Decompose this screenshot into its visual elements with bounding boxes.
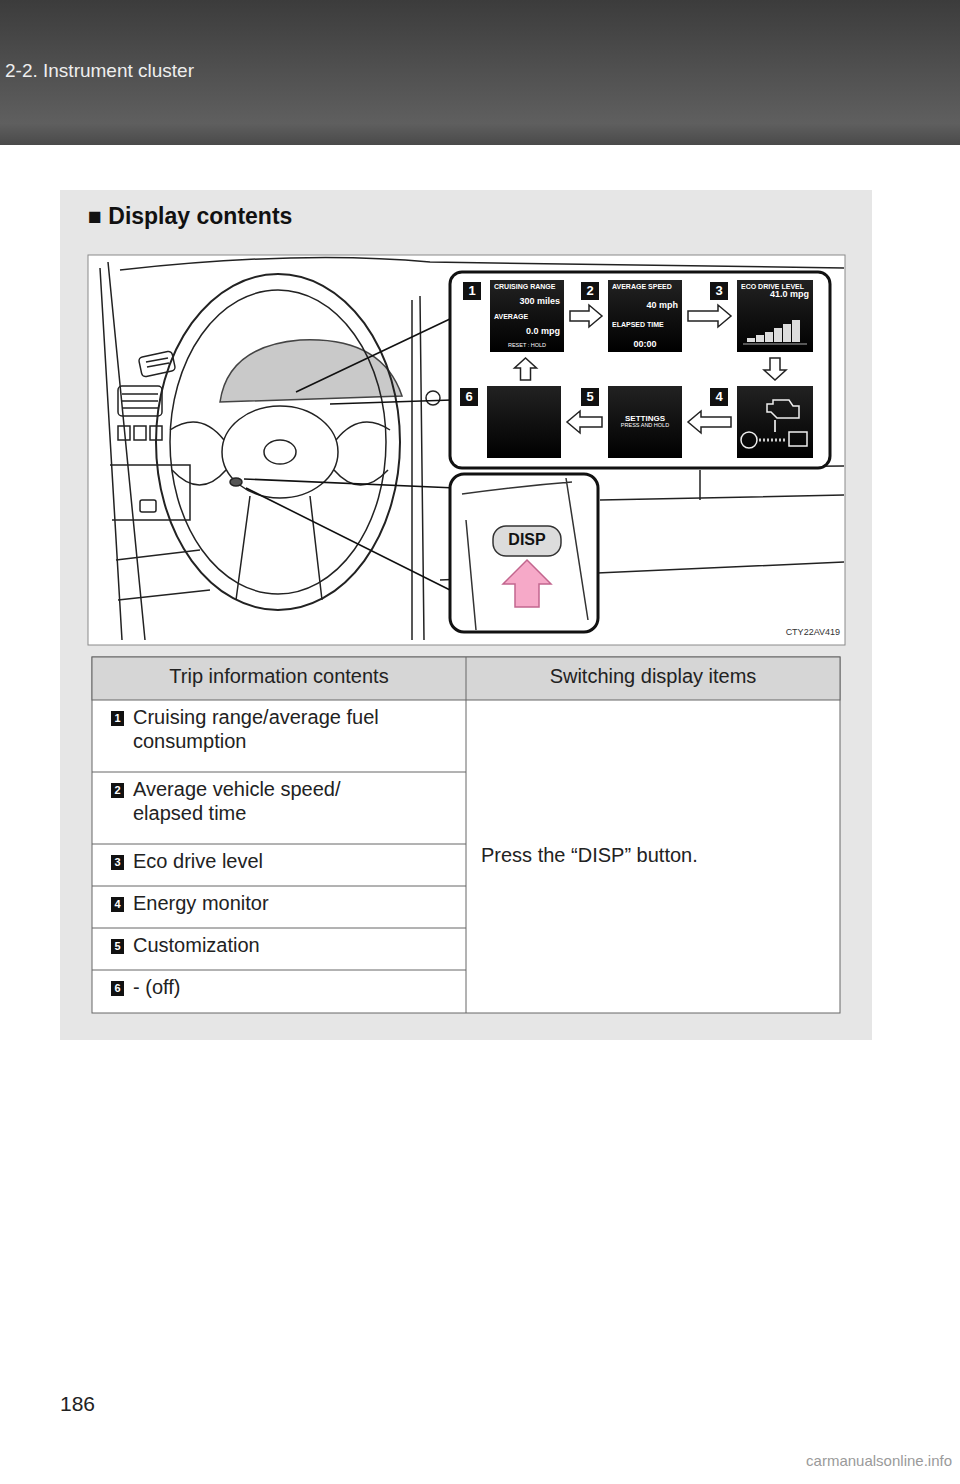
disp-button [493, 526, 561, 556]
table-cell: Cruising range/average fuel consumption [133, 705, 433, 753]
table-cell: Average vehicle speed/ elapsed time [133, 777, 393, 825]
hollow-arrow [688, 305, 731, 327]
callout-number: 1 [111, 711, 124, 726]
callout-number: 1 [463, 282, 481, 300]
screen-text: 0.0 mpg [494, 327, 560, 336]
press-arrow [503, 560, 551, 607]
page-number: 186 [60, 1391, 140, 1416]
eco-axis [743, 344, 807, 345]
eco-bar [783, 324, 791, 342]
callout-number: 4 [710, 388, 728, 406]
table-cell: Press the “DISP” button. [481, 843, 831, 867]
button-name: DISP [493, 530, 561, 549]
screen-text: PRESS AND HOLD [612, 423, 678, 429]
display-callout-frame [450, 272, 830, 468]
callout-number: 3 [710, 282, 728, 300]
display-screen: 3ECO DRIVE LEVEL41.0 mpg [737, 280, 813, 352]
callout-number: 6 [111, 981, 124, 996]
hollow-arrow [764, 358, 786, 380]
screen-text: CRUISING RANGE [494, 283, 560, 290]
table-cell: Energy monitor [133, 891, 433, 915]
table-grid [92, 657, 840, 1013]
screen-text: ECO DRIVE LEVEL [741, 283, 809, 290]
section-panel [60, 190, 872, 1040]
display-screen: 6 [487, 386, 561, 458]
section-heading: ■ Display contents [88, 203, 292, 231]
screen-text: 300 miles [494, 297, 560, 306]
table-header: Switching display items [466, 664, 840, 688]
callout-number: 3 [111, 855, 124, 870]
button-inset-frame [450, 474, 598, 632]
hollow-arrow [567, 411, 602, 433]
section-header: 2-2. Instrument cluster [5, 60, 405, 83]
screen-text: 41.0 mpg [741, 290, 809, 299]
screen-text: SETTINGS [612, 415, 678, 423]
figure-code: CTY22AV419 [770, 627, 840, 638]
eco-bar [747, 338, 755, 342]
screen-text: RESET : HOLD [494, 343, 560, 349]
screen-text: 40 mph [612, 301, 678, 310]
table-cell: Eco drive level [133, 849, 433, 873]
screen-text: AVERAGE [494, 313, 560, 320]
eco-bar [756, 335, 764, 342]
energy-flow [759, 439, 787, 442]
eco-bar [792, 320, 800, 342]
screen-text: AVERAGE SPEED [612, 283, 678, 290]
callout-number: 5 [111, 939, 124, 954]
energy-flow [774, 420, 776, 432]
callout-number: 2 [581, 282, 599, 300]
eco-bar [765, 332, 773, 342]
dashboard-illustration [100, 258, 844, 641]
callout-number: 2 [111, 783, 124, 798]
display-screen: 1CRUISING RANGE300 milesAVERAGE0.0 mpgRE… [490, 280, 564, 352]
hollow-arrow [570, 305, 602, 327]
display-screen: 4 [737, 386, 813, 458]
table-header: Trip information contents [92, 664, 466, 688]
inset-wheel-contour [462, 478, 588, 630]
table-cell: - (off) [133, 975, 433, 999]
eco-bar [774, 328, 782, 342]
leader-lines [244, 318, 470, 600]
screen-text: 00:00 [612, 340, 678, 349]
display-screen: 2AVERAGE SPEED40 mphELAPSED TIME00:00 [608, 280, 682, 352]
screen-text: ELAPSED TIME [612, 321, 678, 328]
wheel-icon [741, 432, 757, 448]
hollow-arrow [688, 411, 731, 433]
table-cell: Customization [133, 933, 433, 957]
display-screen: 5SETTINGSPRESS AND HOLD [608, 386, 682, 458]
callout-number: 4 [111, 897, 124, 912]
hollow-arrow [515, 358, 537, 380]
header-band [0, 0, 960, 145]
screen-graphic [737, 386, 813, 458]
engine-icon [767, 400, 799, 418]
callout-number: 5 [581, 388, 599, 406]
illustration-frame [88, 255, 845, 645]
battery-icon [789, 432, 807, 446]
callout-number: 6 [460, 388, 478, 406]
watermark: carmanualsonline.info [700, 1452, 952, 1470]
